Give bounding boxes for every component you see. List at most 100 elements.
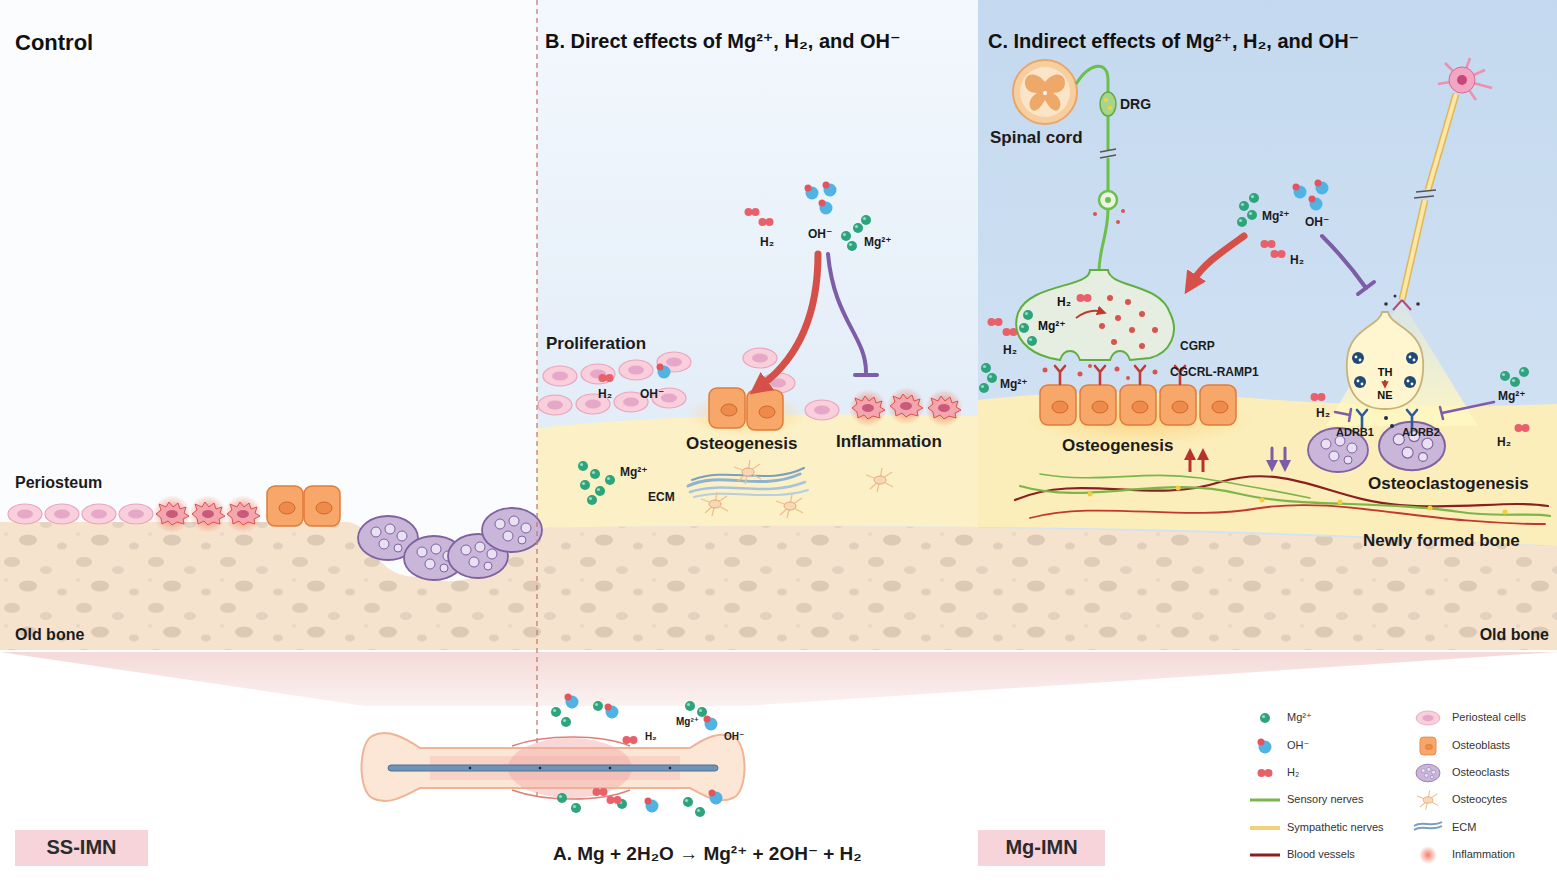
ion-cluster: [551, 694, 723, 818]
split-line: [536, 0, 537, 800]
ion-cluster: [847, 241, 857, 251]
control-periosteum: [189, 495, 227, 533]
control-periosteum: [8, 504, 42, 524]
ion-cluster: [593, 788, 608, 796]
osteoblast-row: [1055, 366, 1065, 384]
ion-cluster: [1293, 184, 1307, 199]
sensory-nerve: [1100, 149, 1116, 158]
osteoclast-group: [1390, 424, 1394, 428]
inhibit-line: [1322, 236, 1366, 288]
osteocytes: [701, 460, 893, 518]
promote-arrow: [762, 254, 818, 385]
mg-ion: [1027, 336, 1037, 346]
sensory-nerve: [1099, 191, 1117, 209]
sympathetic-neuron: [1384, 302, 1388, 306]
ion-cluster: [695, 807, 705, 817]
inhibit-line: [1358, 282, 1374, 294]
nerve-network: [1338, 500, 1343, 505]
ion-cluster: [565, 694, 579, 709]
ion-cluster: [1315, 180, 1329, 195]
terminal-label: TH: [1378, 366, 1393, 379]
spinal-cord: [1043, 91, 1047, 95]
cgrp-vesicle: [1139, 343, 1145, 349]
ion-cluster: [819, 200, 833, 215]
control-periosteum: [482, 508, 542, 552]
cgrp-vesicle: [1152, 327, 1158, 333]
tag-label: SS-IMN: [47, 836, 117, 859]
cgrp-release: [1153, 370, 1158, 375]
old-bone: [537, 526, 1557, 650]
ion-cluster: [1249, 193, 1259, 203]
osteoclast-group: [1379, 422, 1445, 470]
nerve-network: [1428, 506, 1433, 511]
cgrp-vesicle: [1129, 327, 1135, 333]
ion-cluster: [571, 803, 581, 813]
ion-label: OH⁻: [1305, 216, 1329, 230]
control-periosteum: [8, 486, 542, 580]
sympathetic-neuron: [1438, 58, 1492, 100]
sympathetic-neuron: [1457, 75, 1467, 85]
osteoblast-row: [1095, 366, 1105, 384]
sensory-nerve: [1093, 212, 1097, 216]
ion-cluster: [1239, 201, 1249, 211]
ion-label: Mg²⁺: [1000, 378, 1028, 392]
ion-cluster: [745, 208, 760, 216]
cgrp-vesicle: [1125, 299, 1131, 305]
cgrp-vesicle: [1139, 311, 1145, 317]
cgrp-release: [1115, 367, 1120, 372]
legend-samples: [1419, 846, 1437, 864]
structure-label: Newly formed bone: [1363, 531, 1520, 551]
ion-cluster: [823, 182, 837, 197]
direct-effects-cells: [805, 400, 839, 420]
structure-label: DRG: [1120, 96, 1151, 112]
legend-samples: [1250, 711, 1442, 864]
ion-cluster: [645, 798, 659, 813]
promote-arrow: [1202, 454, 1205, 472]
legend-text: Inflammation: [1452, 848, 1515, 861]
spinal-cord: [1013, 60, 1077, 124]
ion-label: Mg²⁺: [676, 716, 699, 728]
panel-indirect: C. Indirect effects of Mg²⁺, H₂, and OH⁻…: [978, 0, 1557, 650]
legend-text: Blood vessels: [1287, 848, 1355, 861]
legend-samples: [1417, 790, 1439, 809]
cgrp-release: [1126, 376, 1130, 380]
sensory-nerve: [1076, 66, 1125, 272]
ion-label: H₂: [760, 236, 774, 250]
osteocytes: [734, 460, 761, 484]
nerve-network: [1015, 474, 1550, 524]
ion-label: H₂: [1290, 254, 1304, 268]
legend-samples: [1416, 764, 1440, 782]
inhibit-line: [828, 254, 877, 375]
terminal-shape: [1010, 268, 1175, 363]
promote-arrow: [1190, 236, 1244, 472]
ion-cluster: [979, 180, 1530, 433]
ion-cluster: [685, 701, 695, 711]
ion-label: Mg²⁺: [1498, 390, 1526, 404]
ion-cluster: [605, 475, 615, 485]
terminal-outline: [1016, 270, 1174, 360]
panel-direct: B. Direct effects of Mg²⁺, H₂, and OH⁻: [537, 0, 978, 650]
legend-samples: [1250, 826, 1280, 830]
control-periosteum: [82, 504, 116, 524]
ion-label: H₂: [1316, 407, 1330, 421]
inhibit-line: [855, 373, 877, 377]
direct-effects-cells: [849, 389, 887, 427]
structure-label: Periosteum: [15, 474, 102, 492]
long-bone: [388, 765, 718, 771]
ion-cluster: [607, 796, 622, 804]
nerve-network: [1088, 492, 1093, 497]
inhibit-line: [1440, 407, 1443, 419]
legend-samples: [1416, 711, 1440, 725]
ion-cluster: [1510, 377, 1520, 387]
legend-text: Mg²⁺: [1287, 711, 1312, 724]
promote-arrow: [762, 254, 818, 385]
promote-arrow: [1193, 236, 1244, 281]
sensory-nerve: [1100, 92, 1116, 116]
mg-ion: [1023, 310, 1033, 320]
terminal-label: NE: [1377, 389, 1392, 402]
structure-label: Spinal cord: [990, 128, 1083, 148]
ion-cluster: [557, 793, 567, 803]
ion-cluster: [853, 223, 863, 233]
ion-cluster: [1247, 210, 1257, 220]
long-bone: [609, 767, 612, 770]
